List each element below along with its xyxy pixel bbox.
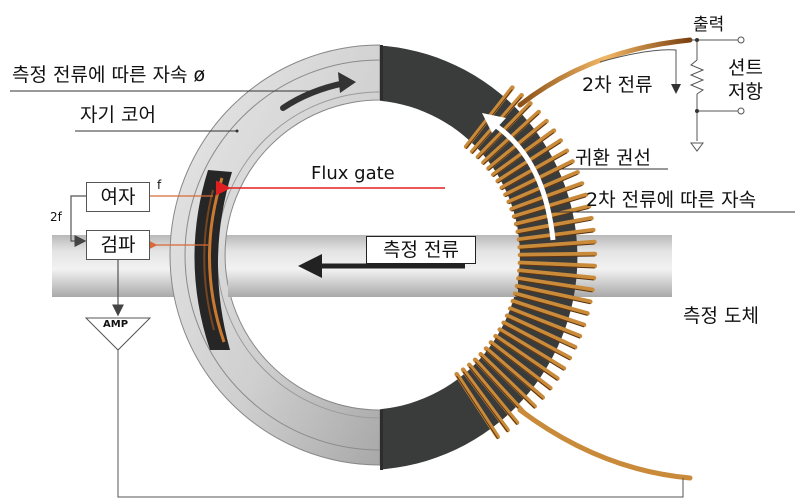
magnetic-core-label: 자기 코어 [80,104,156,126]
coil-turn-shadow [517,219,592,235]
coil-turn-shadow [519,264,595,269]
coil-turn-shadow [516,287,591,305]
coil-turn [501,320,573,361]
coil-turn [517,260,598,269]
shunt-label-2: 저항 [728,81,763,103]
coil-turn-shadow [519,255,595,258]
secondary-flux-label: 2차 전류에 따른 자속 [586,189,757,211]
detection-box: 검파 [86,230,150,260]
freq-2f-label: 2f [50,210,62,224]
coil-turn-shadow [490,344,551,391]
coil-turn [488,340,553,391]
coil-turn [513,204,592,227]
coil-turn [514,283,593,304]
measured-current-label: 측정 전류 [366,236,476,264]
coil-turn-shadow [503,324,571,361]
coil-turn [504,313,578,350]
coil-turn-shadow [514,295,588,316]
coil-turn [517,239,597,250]
excitation-box: 여자 [86,182,150,212]
coil-turn [517,268,597,281]
coil-turn [507,306,583,339]
amp-output-line [117,350,684,498]
coil-turn-shadow [480,355,536,409]
measured-conductor-label: 측정 도체 [683,305,759,327]
secondary-flux-arrow [493,122,556,241]
output-label: 출력 [693,15,725,35]
coil-turn-shadow [515,207,590,227]
coil-turn [454,371,500,440]
coil-turn-shadow [519,243,595,250]
coil-turn-shadow [462,371,508,433]
amp-triangle [84,317,152,351]
coil-turn [460,367,510,433]
coil-turn [512,291,590,316]
coil-turn-shadow [518,231,594,242]
coil-turn-shadow [518,279,593,293]
coil-turn [493,333,560,381]
secondary-current-label: 2차 전류 [582,74,653,96]
coil-turn-shadow [499,331,565,371]
shunt-label-1: 션트 [728,57,763,79]
flux-direction-arrow [280,80,348,111]
coil-turn-shadow [519,272,595,281]
coil-turn [472,357,529,418]
amp-label: AMP [103,319,129,330]
secondary-current-arrow [599,49,677,88]
coil-turn-shadow [456,375,499,440]
coil-turn [483,346,546,400]
coil-turn-shadow [512,302,585,328]
coil-turn [510,298,587,328]
coil-turn [516,276,595,293]
lead-wire-bottom [517,407,693,481]
freq-f-label: f [157,178,162,192]
coil-turn [497,327,567,371]
coil-turn [517,251,598,258]
flux-gate-label: Flux gate [311,163,395,184]
coil-turn [515,215,594,234]
shunt-circuit [689,36,745,152]
coil-turn [516,227,596,242]
coil-turn-shadow [495,337,558,381]
lead-wire-top [517,37,693,108]
coil-turn-shadow [474,361,527,418]
flux-gate-element [194,170,232,350]
measured-flux-label: 측정 전류에 따른 자속 ø [12,64,206,86]
coil-turn [466,362,520,425]
feedback-winding-label: 귀환 권선 [575,147,651,169]
coil-turn-shadow [506,317,576,350]
coil-turn [478,352,537,409]
coil-turn [511,192,589,219]
coil-turn-shadow [468,366,518,425]
2f-feedback-line [70,195,87,247]
coil-turn-shadow [509,310,581,339]
coil-turn-shadow [485,350,544,400]
